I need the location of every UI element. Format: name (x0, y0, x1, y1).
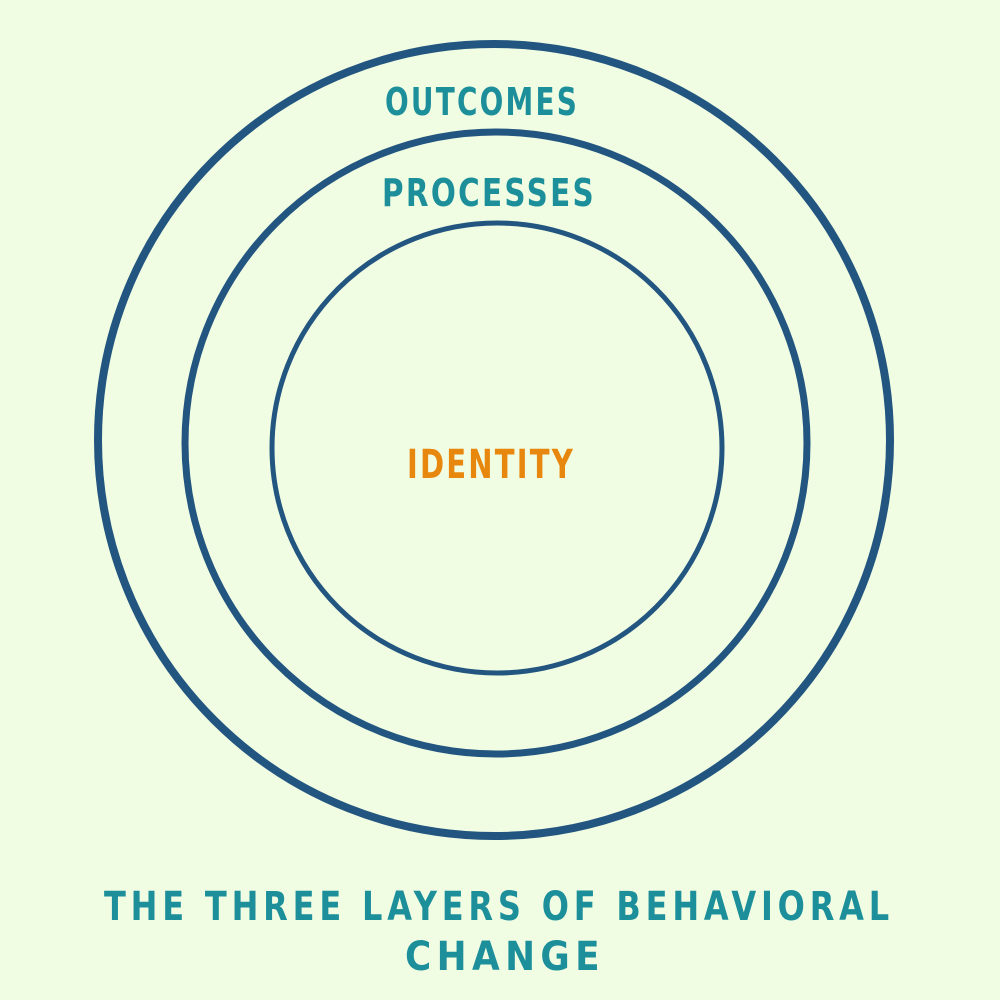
inner-ring (269, 220, 725, 676)
caption-line-1: THE THREE LAYERS OF BEHAVIORAL (104, 884, 894, 930)
caption-line-2: CHANGE (405, 934, 605, 980)
identity-label: IDENTITY (407, 442, 575, 488)
processes-label: PROCESSES (382, 171, 596, 215)
outcomes-label: OUTCOMES (385, 80, 579, 124)
outer-ring (94, 40, 894, 840)
middle-ring (181, 128, 811, 758)
